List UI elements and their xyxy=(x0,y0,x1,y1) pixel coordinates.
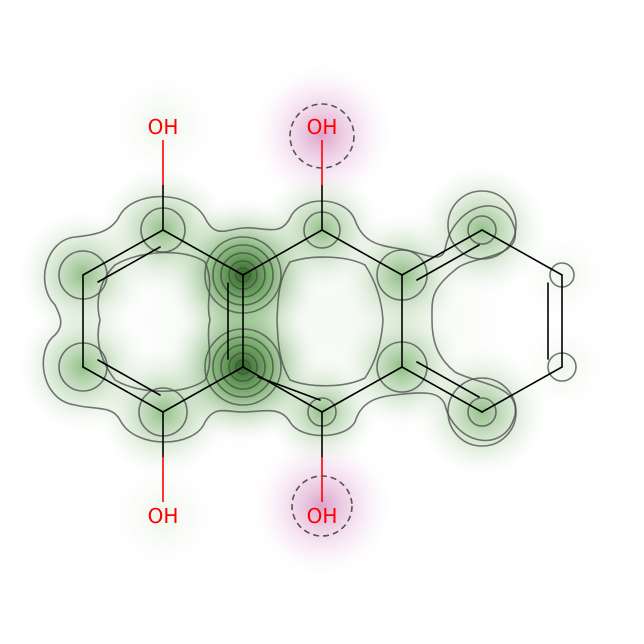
hydroxyl-label-top-left: OH xyxy=(148,115,179,139)
hydroxyl-label-bottom-left: OH xyxy=(148,504,179,528)
contribution-heatmap xyxy=(18,64,607,576)
bonds xyxy=(82,184,563,458)
highlight-circle-top xyxy=(289,103,355,169)
atom-labels: OH OH OH OH xyxy=(148,115,338,528)
highlight-circle-bottom xyxy=(291,475,353,537)
hydroxyl-label-top-right: OH xyxy=(307,115,338,139)
hydroxyl-label-bottom-right: OH xyxy=(307,504,338,528)
oxygen-bonds xyxy=(162,140,323,502)
atom-highlights xyxy=(289,103,355,537)
